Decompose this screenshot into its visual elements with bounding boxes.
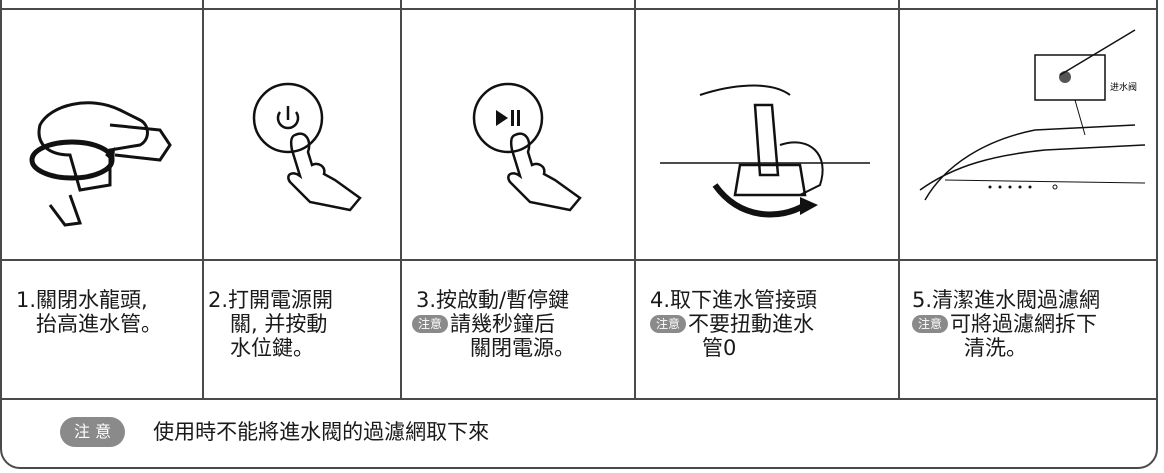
step-1-line-2: 抬高進水管。 xyxy=(36,312,162,336)
inlet-valve-filter-icon: 进水阀 xyxy=(919,29,1146,201)
hose-unscrew-icon xyxy=(660,84,870,218)
step-1-caption: 1.關閉水龍頭, 抬高進水管。 xyxy=(16,288,202,398)
column-divider xyxy=(898,0,900,400)
step-3-note-badge: 注意 xyxy=(412,315,449,333)
column-divider xyxy=(400,0,402,400)
step-4-note-badge: 注意 xyxy=(650,315,687,333)
step-3-line-3: 關閉電源。 xyxy=(470,336,575,360)
column-divider xyxy=(202,0,204,400)
step-4-caption: 4.取下進水管接頭 注意不要扭動進水 管0 xyxy=(650,288,896,398)
bottom-note: 注 意 使用時不能將進水閥的過濾網取下來 xyxy=(60,415,489,449)
note-text: 使用時不能將進水閥的過濾網取下來 xyxy=(153,420,490,444)
step-5-line-2: 可將過濾網拆下 xyxy=(950,312,1098,336)
play-pause-button-press-icon xyxy=(472,82,582,212)
step-2-caption: 2.打開電源開 關, 并按動 水位鍵。 xyxy=(208,288,398,398)
note-badge: 注 意 xyxy=(60,417,126,447)
step-5-caption: 5.清潔進水閥過濾網 注意可將過濾網拆下 清洗。 xyxy=(912,288,1158,398)
valve-label: 进水阀 xyxy=(1110,81,1137,93)
step-3-caption: 3.按啟動/暫停鍵 注意請幾秒鐘后 關閉電源。 xyxy=(412,288,632,398)
step-4-line-1: 4.取下進水管接頭 xyxy=(650,288,818,312)
step-3-line-1: 3.按啟動/暫停鍵 xyxy=(416,288,570,312)
step-5-line-3: 清洗。 xyxy=(964,336,1027,360)
column-divider xyxy=(634,0,636,400)
step-1-line-1: 1.關閉水龍頭, xyxy=(16,288,148,312)
row-divider xyxy=(0,259,1158,261)
step-4-line-2: 不要扭動進水 xyxy=(688,312,815,336)
step-2-line-2: 關, 并按動 xyxy=(230,312,328,336)
top-divider xyxy=(0,8,1158,10)
row-divider xyxy=(0,398,1158,400)
power-button-press-icon xyxy=(252,82,362,212)
step-2-line-3: 水位鍵。 xyxy=(230,336,314,360)
faucet-turn-icon xyxy=(29,101,172,227)
step-3-line-2: 請幾秒鐘后 xyxy=(450,312,556,336)
step-2-line-1: 2.打開電源開 xyxy=(208,288,334,312)
step-5-line-1: 5.清潔進水閥過濾網 xyxy=(912,288,1101,312)
step-5-note-badge: 注意 xyxy=(912,315,949,333)
step-4-line-3: 管0 xyxy=(702,336,737,360)
